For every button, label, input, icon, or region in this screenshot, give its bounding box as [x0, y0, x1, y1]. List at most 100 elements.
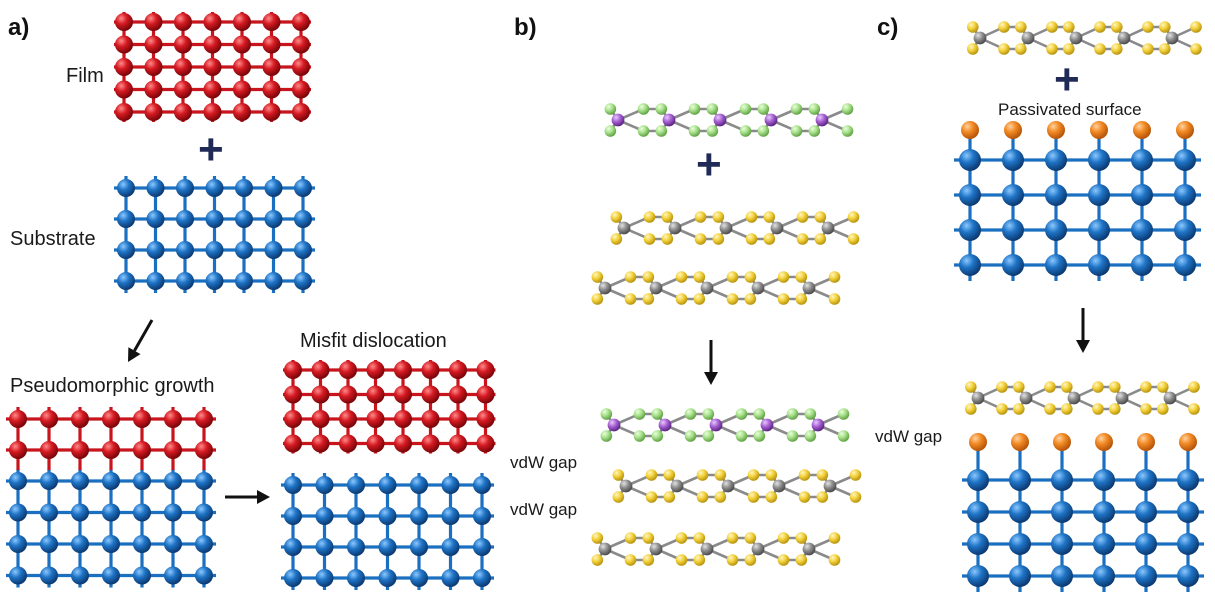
metal-atom — [649, 281, 663, 295]
metal-atom — [658, 418, 672, 432]
atom — [394, 385, 412, 404]
metal-atom — [821, 221, 835, 235]
atom — [195, 566, 213, 585]
metal-atom — [1067, 391, 1081, 405]
metal-atom — [1165, 31, 1179, 45]
panel-a-label: a) — [8, 14, 30, 41]
chalcogen-atom — [816, 469, 829, 481]
chalcogen-atom — [828, 293, 841, 305]
atom — [315, 569, 334, 587]
chalcogen-atom — [624, 271, 637, 283]
atom — [40, 441, 58, 459]
atom — [1177, 469, 1199, 491]
atom — [133, 472, 151, 490]
chalcogen-atom — [642, 554, 655, 566]
atom — [133, 566, 151, 585]
atom — [144, 103, 163, 121]
chalcogen-atom — [1109, 381, 1121, 393]
atom — [1135, 469, 1157, 491]
chalcogen-atom — [1015, 43, 1027, 55]
atom — [264, 179, 283, 197]
chalcogen-atom — [688, 125, 701, 137]
chalcogen-atom — [1044, 381, 1056, 393]
chalcogen-atom — [1188, 381, 1200, 393]
misfit-dislocation-label: Misfit dislocation — [300, 330, 447, 352]
chalcogen-atom — [745, 211, 758, 223]
atom — [476, 410, 495, 428]
chalcogen-atom — [1140, 403, 1152, 415]
atom — [40, 503, 58, 522]
chalcogen-atom — [786, 430, 799, 442]
metal-atom — [811, 418, 825, 432]
chalcogen-atom — [693, 554, 706, 566]
atom — [476, 361, 495, 379]
chalcogen-atom — [735, 430, 748, 442]
chalcogen-atom — [786, 408, 799, 420]
atom — [174, 58, 192, 76]
atom — [1088, 219, 1110, 241]
atom — [366, 410, 385, 428]
chalcogen-atom — [1094, 21, 1106, 33]
atom — [967, 533, 989, 555]
atom — [205, 241, 224, 259]
chalcogen-atom — [1111, 21, 1123, 33]
metal-atom — [649, 542, 663, 556]
atom — [203, 13, 222, 31]
chalcogen-atom — [663, 491, 676, 503]
atom — [235, 241, 253, 259]
chalcogen-atom — [744, 554, 757, 566]
chalcogen-atom — [795, 554, 808, 566]
atom — [235, 179, 253, 197]
atom — [144, 35, 163, 54]
atom — [378, 538, 397, 556]
atom — [1093, 501, 1115, 523]
atom — [1093, 565, 1115, 587]
metal-atom — [971, 391, 985, 405]
chalcogen-atom — [688, 103, 701, 115]
atom — [205, 179, 224, 197]
film-label: Film — [66, 65, 104, 87]
chalcogen-atom — [795, 532, 808, 544]
atom — [9, 535, 27, 553]
atom — [394, 434, 412, 453]
chalcogen-atom — [849, 491, 862, 503]
atom — [1131, 184, 1153, 206]
atom — [473, 538, 491, 556]
atom — [1009, 469, 1031, 491]
chalcogen-atom — [814, 211, 827, 223]
chalcogen-atom — [610, 211, 623, 223]
atom — [339, 361, 357, 379]
atom — [164, 503, 182, 522]
atom — [195, 410, 213, 428]
chalcogen-atom — [1159, 43, 1171, 55]
atom — [366, 361, 385, 379]
atom — [410, 569, 428, 587]
atom — [203, 58, 222, 76]
chalcogen-atom — [694, 211, 707, 223]
atom — [1009, 565, 1031, 587]
atom — [176, 210, 194, 228]
atom — [102, 410, 120, 428]
atom — [1174, 219, 1196, 241]
chalcogen-atom — [967, 21, 979, 33]
atom — [1009, 501, 1031, 523]
atom — [1174, 149, 1196, 171]
chalcogen-atom — [633, 408, 646, 420]
chalcogen-atom — [777, 271, 790, 283]
chalcogen-atom — [1188, 403, 1200, 415]
chalcogen-atom — [798, 491, 811, 503]
atom — [264, 210, 283, 228]
atom — [1009, 533, 1031, 555]
panel-c-chalcogenide-layer-bottom — [965, 381, 1200, 415]
atom — [421, 385, 440, 404]
atom — [1088, 184, 1110, 206]
atom — [1135, 565, 1157, 587]
atom — [262, 13, 281, 31]
panel-c-label: c) — [877, 14, 899, 41]
arrow-head — [704, 372, 718, 385]
chalcogen-atom — [1159, 21, 1171, 33]
atom — [959, 219, 981, 241]
passivation-atom — [1047, 121, 1065, 139]
atom — [233, 58, 251, 76]
chalcogen-atom — [694, 233, 707, 245]
